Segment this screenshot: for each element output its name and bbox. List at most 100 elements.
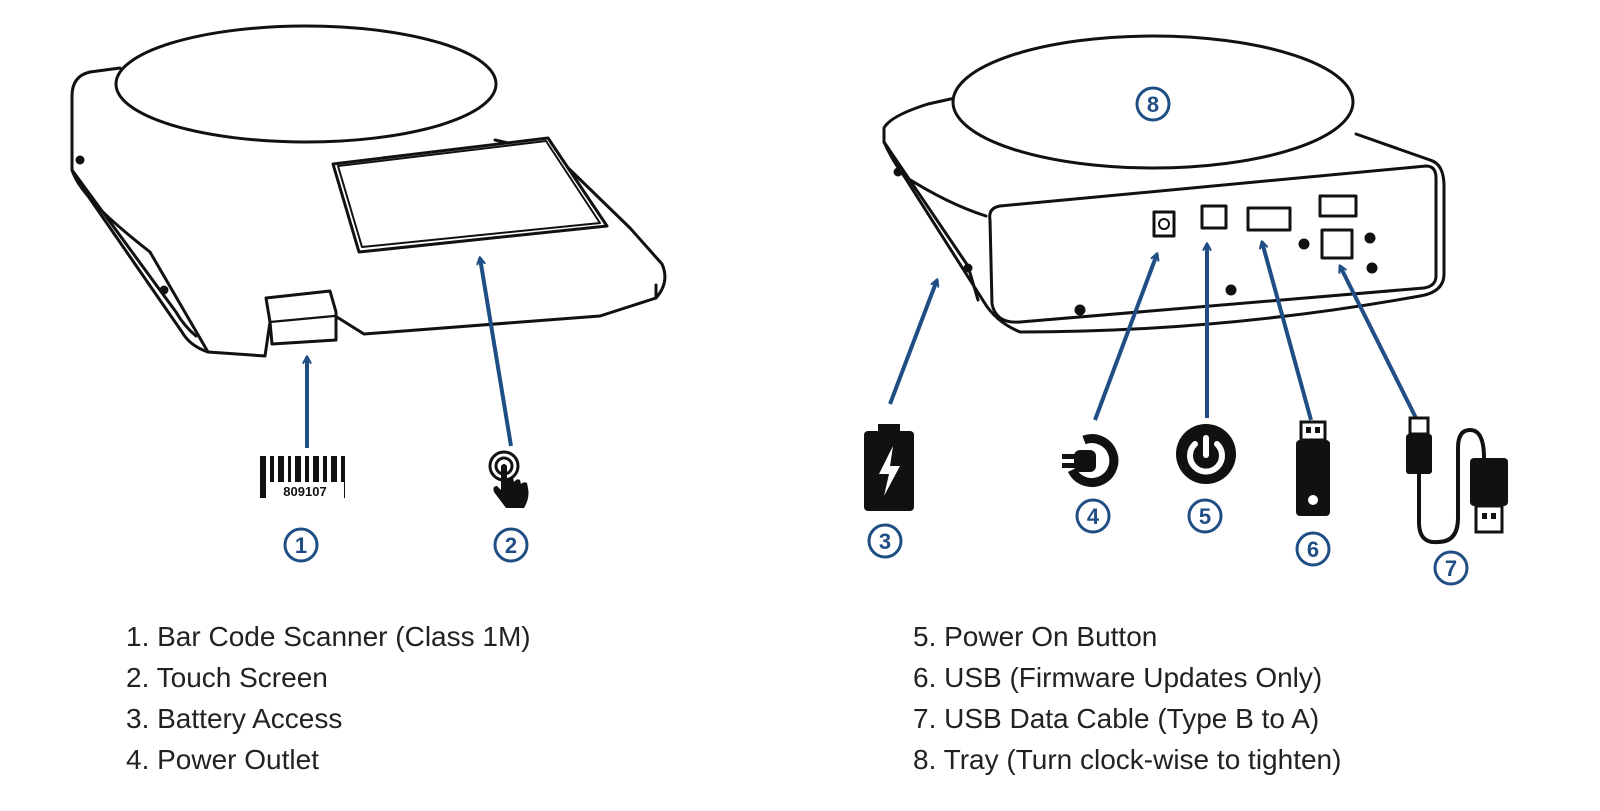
callout-4-ring <box>1075 498 1111 534</box>
callout-6-ring <box>1295 531 1331 567</box>
usb-b-plug-tip <box>1408 416 1430 436</box>
usb-b-port <box>1320 228 1354 260</box>
legend-item-power-outlet: 4. Power Outlet <box>126 744 319 775</box>
usb-a-plug-body <box>1470 458 1508 506</box>
usb-cable-wire <box>1417 427 1486 545</box>
scale-front-screw <box>75 155 85 165</box>
usb-drive-connector <box>1299 420 1327 442</box>
barcode-bar <box>260 456 266 498</box>
callout-5-ring <box>1187 498 1223 534</box>
touch-hand-icon <box>488 450 529 508</box>
usb-b-port-upper <box>1318 194 1358 218</box>
legend-item-usb-data-cable: 7. USB Data Cable (Type B to A) <box>913 703 1320 734</box>
callout-2-ring <box>493 527 529 563</box>
callout-1: 1 <box>283 527 319 563</box>
callout-1-number: 1 <box>295 533 307 558</box>
callout-8-ring <box>1135 86 1171 122</box>
scale-rear-side-bevel <box>902 174 988 218</box>
callout-3-ring <box>867 523 903 559</box>
panel-screw <box>1298 238 1310 250</box>
callout-5: 5 <box>1187 498 1223 534</box>
callout-7-number: 7 <box>1445 556 1457 581</box>
barcode-bar <box>270 456 274 498</box>
legend-item-tray: 8. Tray (Turn clock-wise to tighten) <box>913 744 1342 775</box>
touch-screen-outline <box>331 136 609 254</box>
callout-1-ring <box>283 527 319 563</box>
legend-item-power-on-button: 5. Power On Button <box>913 621 1158 652</box>
callout-6-number: 6 <box>1307 537 1319 562</box>
callout-3: 3 <box>867 523 903 559</box>
barcode-text-box <box>268 482 344 499</box>
scale-rear-screw <box>963 263 973 273</box>
power-plug-prong <box>1062 454 1076 459</box>
scale-rear-back-panel <box>988 164 1438 324</box>
barcode-bar <box>278 456 284 498</box>
barcode-bar <box>288 456 291 498</box>
usb-a-plug-tip <box>1474 504 1504 534</box>
scale-front-body-bottom <box>86 194 210 354</box>
legend-item-usb-firmware: 6. USB (Firmware Updates Only) <box>913 662 1323 693</box>
battery-charging-icon <box>864 424 914 511</box>
legend-left: 1. Bar Code Scanner (Class 1M) 2. Touch … <box>126 616 531 780</box>
usb-b-plug-body <box>1406 434 1432 474</box>
scale-rear-view <box>882 34 1446 334</box>
diagram-canvas: 809107 1 2 8 <box>70 24 1508 586</box>
barcode-scanner-slot <box>268 314 336 324</box>
barcode-bar <box>313 456 319 498</box>
callout-2: 2 <box>493 527 529 563</box>
callout-5-number: 5 <box>1199 504 1211 529</box>
barcode-bar <box>331 456 337 498</box>
barcode-bar <box>341 456 345 498</box>
callout-3-number: 3 <box>879 529 891 554</box>
power-outlet-port <box>1152 210 1176 238</box>
power-plug-body <box>1074 450 1096 472</box>
callout-7: 7 <box>1433 550 1469 586</box>
battery-bolt <box>879 446 900 496</box>
arrow-6 <box>1262 242 1313 421</box>
power-button-port <box>1200 204 1228 230</box>
callout-8-number: 8 <box>1147 92 1159 117</box>
usb-port <box>1246 206 1292 232</box>
power-outlet-port-hole <box>1158 218 1170 230</box>
usb-drive-contact <box>1306 427 1311 433</box>
battery-cap <box>878 424 900 432</box>
legend-item-touch-screen: 2. Touch Screen <box>126 662 328 693</box>
usb-cable-icon <box>1406 416 1508 545</box>
callout-4-number: 4 <box>1087 504 1100 529</box>
barcode-bar <box>295 456 301 498</box>
barcode-icon: 809107 <box>260 456 345 499</box>
scale-front-screw <box>159 285 169 295</box>
usb-a-plug-contact <box>1491 513 1496 519</box>
callout-4: 4 <box>1075 498 1111 534</box>
usb-drive-contact <box>1315 427 1320 433</box>
callout-6: 6 <box>1295 531 1331 567</box>
panel-screw <box>1364 232 1376 244</box>
barcode-bar <box>323 456 327 498</box>
legend-item-battery-access: 3. Battery Access <box>126 703 343 734</box>
callout-8: 8 <box>1135 86 1171 122</box>
power-plug-prong <box>1062 463 1076 468</box>
arrow-2 <box>480 258 513 447</box>
power-button-icon <box>1176 424 1236 484</box>
usb-flash-drive-icon <box>1296 420 1330 516</box>
callout-2-number: 2 <box>505 533 517 558</box>
scale-front-tray <box>114 24 498 144</box>
touch-hand-shape <box>493 464 529 508</box>
scale-front-side-line <box>70 168 198 338</box>
arrow-3 <box>888 280 937 405</box>
panel-screw <box>1366 262 1378 274</box>
power-button-symbol-arc <box>1187 441 1225 475</box>
barcode-bar <box>305 456 309 498</box>
legend-item-bar-code-scanner: 1. Bar Code Scanner (Class 1M) <box>126 621 531 652</box>
power-plug-icon <box>1062 434 1119 487</box>
legend-right: 5. Power On Button 6. USB (Firmware Upda… <box>913 616 1341 780</box>
power-plug-ring <box>1067 434 1119 487</box>
touch-screen-inner <box>337 140 601 248</box>
usb-drive-led <box>1308 495 1318 505</box>
barcode-text: 809107 <box>283 484 326 499</box>
arrow-7 <box>1338 266 1419 421</box>
callout-7-ring <box>1433 550 1469 586</box>
panel-screw <box>1225 284 1237 296</box>
usb-a-plug-contact <box>1482 513 1487 519</box>
